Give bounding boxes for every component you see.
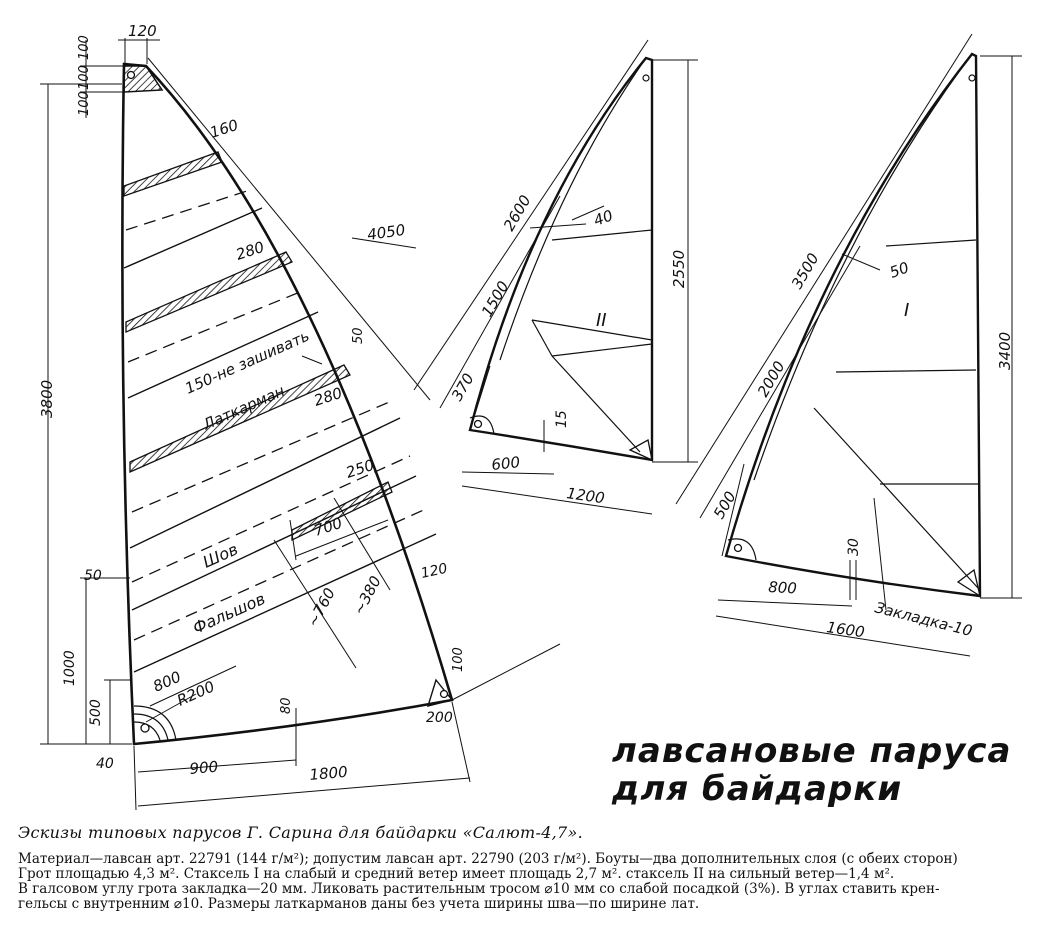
poster-title-line1: лавсановые паруса xyxy=(612,731,1012,771)
jib1-label-2000: 2000 xyxy=(754,358,789,400)
jib1-label-1600: 1600 xyxy=(825,618,865,641)
label-luff-500: 500 xyxy=(88,699,104,726)
jib2-panel-3 xyxy=(551,343,653,357)
false-seam-1 xyxy=(125,189,251,231)
false-seam-2 xyxy=(127,291,301,363)
label-luff-1000: 1000 xyxy=(62,650,78,686)
mainsail-outline xyxy=(121,62,454,746)
head-grommet-icon xyxy=(126,70,136,80)
jib2-label-370: 370 xyxy=(448,370,478,404)
tack-reinforcement xyxy=(133,705,177,741)
false-seam-4 xyxy=(131,455,411,583)
jib1-label-reinforce: Закладка-10 xyxy=(873,598,974,640)
jib-1: I 3500 2000 500 50 3400 30 800 1600 Закл… xyxy=(675,33,1022,657)
label-false-seam: Фальшов xyxy=(190,589,268,638)
jib1-panel-2 xyxy=(835,369,977,373)
label-seam: Шов xyxy=(200,540,241,572)
caption-line-3: В галсовом углу грота закладка—20 мм. Ли… xyxy=(18,881,940,897)
clew-grommet-icon xyxy=(439,689,449,699)
jib2-roman: II xyxy=(596,310,607,331)
jib1-tack-grommet-icon xyxy=(733,543,743,553)
label-luff-50: 50 xyxy=(84,568,102,584)
jib2-panel-5 xyxy=(531,319,553,357)
false-seam-3 xyxy=(131,399,395,513)
caption-line-1: Материал—лавсан арт. 22791 (144 г/м²); д… xyxy=(18,851,958,867)
false-seam-5 xyxy=(133,507,429,641)
label-clew-120: 120 xyxy=(420,561,450,582)
seam-line-3 xyxy=(129,417,401,549)
jib2-head-grommet-icon xyxy=(642,74,650,82)
label-luff-length: 3800 xyxy=(38,380,56,418)
label-batten-1: 160 xyxy=(208,116,241,142)
jib1-label-30: 30 xyxy=(846,538,862,556)
seam-line-2 xyxy=(127,311,319,399)
seam-line-5 xyxy=(133,533,437,673)
sail-drawings: 120 100 100 100 160 280 280 250 4050 380… xyxy=(38,22,1022,811)
jib1-label-3500: 3500 xyxy=(788,250,823,292)
label-no-stitch: 150-не зашивать xyxy=(182,327,312,398)
batten-pocket-1 xyxy=(123,151,223,197)
jib2-label-600: 600 xyxy=(491,453,521,474)
label-pocket-50: 50 xyxy=(351,327,366,344)
jib1-panel-3 xyxy=(813,407,979,589)
poster-title-line2: для байдарки xyxy=(612,769,903,809)
jib2-label-1200: 1200 xyxy=(565,484,605,507)
label-foot-1800: 1800 xyxy=(309,763,349,784)
label-clew-200: 200 xyxy=(426,710,453,726)
seam-line-4 xyxy=(131,475,417,611)
label-leech-length: 4050 xyxy=(366,221,406,244)
label-foot-80: 80 xyxy=(279,697,294,714)
caption: Эскизы типовых парусов Г. Сарина для бай… xyxy=(18,823,1038,912)
label-batten-4: 250 xyxy=(344,456,377,482)
jib1-label-800: 800 xyxy=(768,578,798,597)
batten-pocket-3 xyxy=(129,364,351,473)
jib1-clew-patch xyxy=(956,568,981,598)
caption-line-2: Грот площадью 4,3 м². Стаксель I на слаб… xyxy=(18,866,895,882)
jib2-label-2550: 2550 xyxy=(670,250,688,288)
label-top-width: 120 xyxy=(128,22,157,40)
label-luff-40: 40 xyxy=(96,756,114,772)
jib2-label-40: 40 xyxy=(591,206,615,229)
jib2-panel-4 xyxy=(551,355,641,453)
jib2-tack-grommet-icon xyxy=(473,419,483,429)
jib2-label-15: 15 xyxy=(554,410,570,428)
label-head-100c: 100 xyxy=(77,91,92,116)
caption-line-4: гельсы с внутренним ⌀10. Размеры латкарм… xyxy=(18,896,700,912)
tack-grommet-icon xyxy=(140,723,150,733)
batten-pocket-2 xyxy=(125,251,293,333)
jib2-label-1500: 1500 xyxy=(478,278,513,320)
jib1-panel-1 xyxy=(885,239,977,247)
jib1-head-grommet-icon xyxy=(968,74,976,82)
poster-title: лавсановые паруса для байдарки xyxy=(612,732,1012,808)
jib1-outline xyxy=(724,52,982,598)
jib2-panel-1 xyxy=(551,229,653,241)
jib1-label-3400: 3400 xyxy=(996,332,1014,370)
jib2-clew-patch xyxy=(628,438,653,462)
jib2-label-2600: 2600 xyxy=(500,192,535,234)
label-len-380: ~380 xyxy=(350,573,385,618)
label-clew-100: 100 xyxy=(451,647,466,672)
label-foot-900: 900 xyxy=(189,758,219,778)
jib-2: II 2600 1500 370 40 2550 15 600 1200 xyxy=(413,39,698,515)
label-batten-2: 280 xyxy=(234,238,267,264)
seam-line-1 xyxy=(123,207,263,269)
jib2-panel-2 xyxy=(531,319,653,341)
caption-title: Эскизы типовых парусов Г. Сарина для бай… xyxy=(18,823,584,842)
jib1-label-50: 50 xyxy=(887,258,911,281)
jib2-outline xyxy=(468,56,654,462)
label-head-100a: 100 xyxy=(77,35,92,60)
jib1-roman: I xyxy=(904,300,909,321)
label-head-100b: 100 xyxy=(77,65,92,90)
